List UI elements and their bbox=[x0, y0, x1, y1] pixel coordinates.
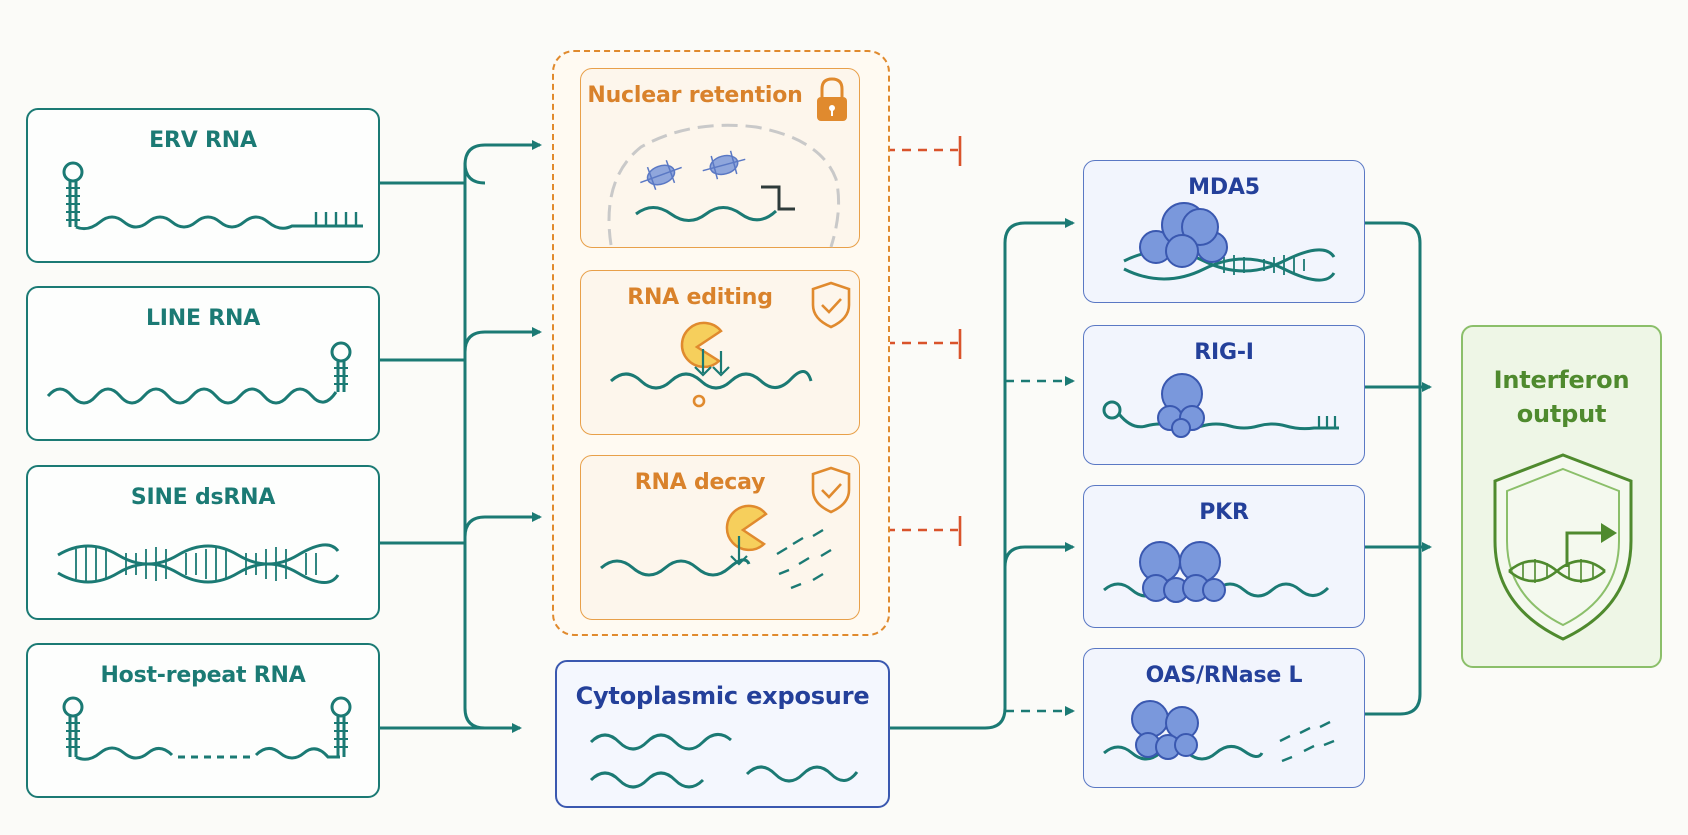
cytoplasm-label: Cytoplasmic exposure bbox=[575, 682, 870, 710]
output-label-line2: output bbox=[1516, 400, 1607, 428]
sine-dsrna-illustration bbox=[57, 543, 340, 584]
source-label: SINE dsRNA bbox=[130, 485, 276, 510]
source-sine-dsrna[interactable]: SINE dsRNA bbox=[26, 465, 380, 620]
shield-check-icon bbox=[811, 466, 851, 514]
sensor-oas-rnase-l[interactable]: OAS/RNase L bbox=[1083, 648, 1365, 788]
mda5-illustration bbox=[1123, 202, 1336, 282]
rig-i-illustration bbox=[1102, 373, 1339, 438]
control-label: RNA editing bbox=[627, 285, 773, 310]
branch-nuclear bbox=[463, 140, 542, 166]
source-label: ERV RNA bbox=[149, 128, 257, 153]
oas-rnase-l-illustration bbox=[1103, 700, 1335, 763]
source-line-rna[interactable]: LINE RNA bbox=[26, 286, 380, 441]
shield-dna-icon bbox=[1493, 453, 1633, 641]
trunk-right bbox=[1365, 221, 1422, 716]
erv-rna-illustration bbox=[62, 161, 363, 231]
control-nuclear-retention[interactable]: Nuclear retention bbox=[580, 68, 860, 248]
branch-pkr bbox=[1003, 542, 1075, 568]
rna-editing-illustration bbox=[609, 281, 851, 408]
control-label: RNA decay bbox=[634, 470, 766, 495]
source-host-repeat-rna[interactable]: Host-repeat RNA bbox=[26, 643, 380, 798]
trunk-left bbox=[463, 162, 486, 730]
control-rna-decay[interactable]: RNA decay bbox=[580, 455, 860, 620]
sensor-label: MDA5 bbox=[1188, 175, 1260, 200]
cytoplasmic-exposure[interactable]: Cytoplasmic exposure bbox=[555, 660, 890, 808]
control-label: Nuclear retention bbox=[587, 83, 803, 108]
control-rna-editing[interactable]: RNA editing bbox=[580, 270, 860, 435]
source-label: LINE RNA bbox=[145, 306, 261, 331]
sensor-label: OAS/RNase L bbox=[1145, 663, 1303, 688]
source-erv-rna[interactable]: ERV RNA bbox=[26, 108, 380, 263]
line-rna-illustration bbox=[46, 341, 352, 405]
output-label: Interferon output bbox=[1463, 363, 1660, 431]
branch-editing bbox=[463, 327, 542, 353]
branch-decay bbox=[463, 512, 542, 538]
sensor-label: RIG-I bbox=[1194, 340, 1254, 365]
rna-decay-illustration bbox=[600, 466, 851, 590]
shield-check-icon bbox=[811, 281, 851, 329]
output-label-line1: Interferon bbox=[1493, 366, 1630, 394]
source-label: Host-repeat RNA bbox=[100, 663, 306, 688]
sensor-rig-i[interactable]: RIG-I bbox=[1083, 325, 1365, 465]
interferon-output[interactable]: Interferon output bbox=[1461, 325, 1662, 668]
nuclear-retention-illustration bbox=[607, 77, 847, 248]
pkr-illustration bbox=[1103, 541, 1330, 603]
sensor-pkr[interactable]: PKR bbox=[1083, 485, 1365, 628]
lock-icon bbox=[817, 77, 847, 121]
cytoplasm-illustration bbox=[589, 733, 859, 789]
branch-mda5 bbox=[890, 218, 1075, 730]
host-repeat-rna-illustration bbox=[62, 696, 352, 761]
sensor-label: PKR bbox=[1199, 500, 1249, 525]
sensor-mda5[interactable]: MDA5 bbox=[1083, 160, 1365, 303]
